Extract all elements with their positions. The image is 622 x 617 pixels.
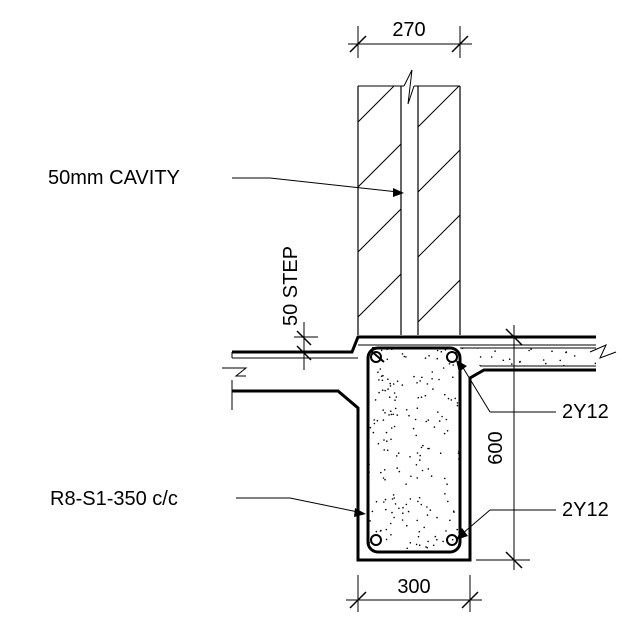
concrete-stipple [368,348,596,552]
dimension-beam-width: 300 [346,575,482,612]
annotation-bottom-bars: 2Y12 [456,499,609,540]
cavity-wall [357,69,461,335]
stirrups-arrowhead [354,508,366,517]
bottom-bars-arrowhead [456,528,468,540]
bottom-bar-right [446,534,458,546]
annotation-top-bars: 2Y12 [456,360,609,423]
top-bars-label: 2Y12 [562,401,609,423]
dimension-label-step: 50 STEP [280,246,302,326]
stirrups-label: R8-S1-350 c/c [50,488,178,510]
left-leaf-hatch [358,86,401,318]
stirrup-link [366,346,462,554]
top-bars-arrowhead [456,360,467,372]
dimension-step: 50 STEP [280,246,318,370]
dimension-label-beam-width: 300 [397,576,430,598]
cavity-arrowhead [393,188,404,197]
top-bar-left [370,351,382,363]
concrete-beam [222,335,617,562]
bottom-bar-left [370,534,382,546]
annotation-stirrups: R8-S1-350 c/c [50,488,366,517]
dimension-wall-width: 270 [348,19,472,58]
bottom-bars-label: 2Y12 [562,499,609,521]
cavity-label: 50mm CAVITY [48,167,180,189]
dimension-label-wall-width: 270 [392,19,425,41]
reinforcement [366,346,462,554]
dimension-beam-depth: 600 [476,325,530,570]
annotation-cavity: 50mm CAVITY [48,167,404,197]
top-bar-right [446,351,458,363]
dimension-label-beam-depth: 600 [485,431,507,464]
right-leaf-hatch [418,86,460,323]
